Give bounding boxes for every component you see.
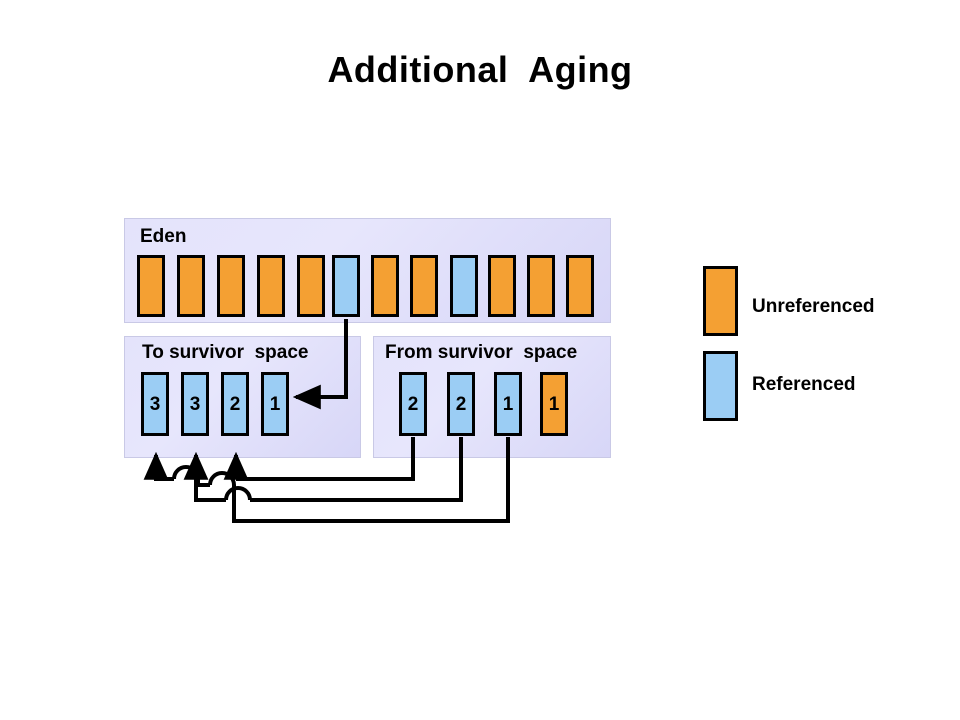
to-survivor-region-label: To survivor space <box>142 342 309 363</box>
eden-cell-5[interactable] <box>297 255 325 317</box>
from-survivor-cell-4[interactable]: 1 <box>540 372 568 436</box>
page-title: Additional Aging <box>327 49 633 90</box>
eden-cell-2[interactable] <box>177 255 205 317</box>
from-survivor-cell-2[interactable]: 2 <box>447 372 475 436</box>
wire-from3-to1-mid <box>196 479 210 487</box>
wire-from2-to2-riser <box>183 451 226 502</box>
to-survivor-cell-3[interactable]: 2 <box>221 372 249 436</box>
eden-cell-4[interactable] <box>257 255 285 317</box>
eden-region-label: Eden <box>140 226 187 247</box>
legend-label-referenced: Referenced <box>752 374 856 395</box>
eden-cell-9[interactable] <box>450 255 478 317</box>
to-survivor-cell-4[interactable]: 1 <box>261 372 289 436</box>
legend-swatch-referenced <box>703 351 738 421</box>
eden-cell-7[interactable] <box>371 255 399 317</box>
wire-hop-lower <box>208 471 236 486</box>
eden-cell-3[interactable] <box>217 255 245 317</box>
from-survivor-cell-3[interactable]: 1 <box>494 372 522 436</box>
to-survivor-cell-2[interactable]: 3 <box>181 372 209 436</box>
to-survivor-cell-1[interactable]: 3 <box>141 372 169 436</box>
eden-cell-10[interactable] <box>488 255 516 317</box>
eden-cell-12[interactable] <box>566 255 594 317</box>
wire-hop-upper <box>172 465 200 480</box>
eden-cell-8[interactable] <box>410 255 438 317</box>
legend-swatch-unreferenced <box>703 266 738 336</box>
legend-label-unreferenced: Unreferenced <box>752 296 875 317</box>
eden-cell-11[interactable] <box>527 255 555 317</box>
from-survivor-cell-1[interactable]: 2 <box>399 372 427 436</box>
from-survivor-region-label: From survivor space <box>385 342 578 363</box>
eden-cell-1[interactable] <box>137 255 165 317</box>
wire-from3-to1-riser <box>143 451 174 481</box>
eden-cell-6[interactable] <box>332 255 360 317</box>
wire-hop-middle <box>224 486 252 501</box>
